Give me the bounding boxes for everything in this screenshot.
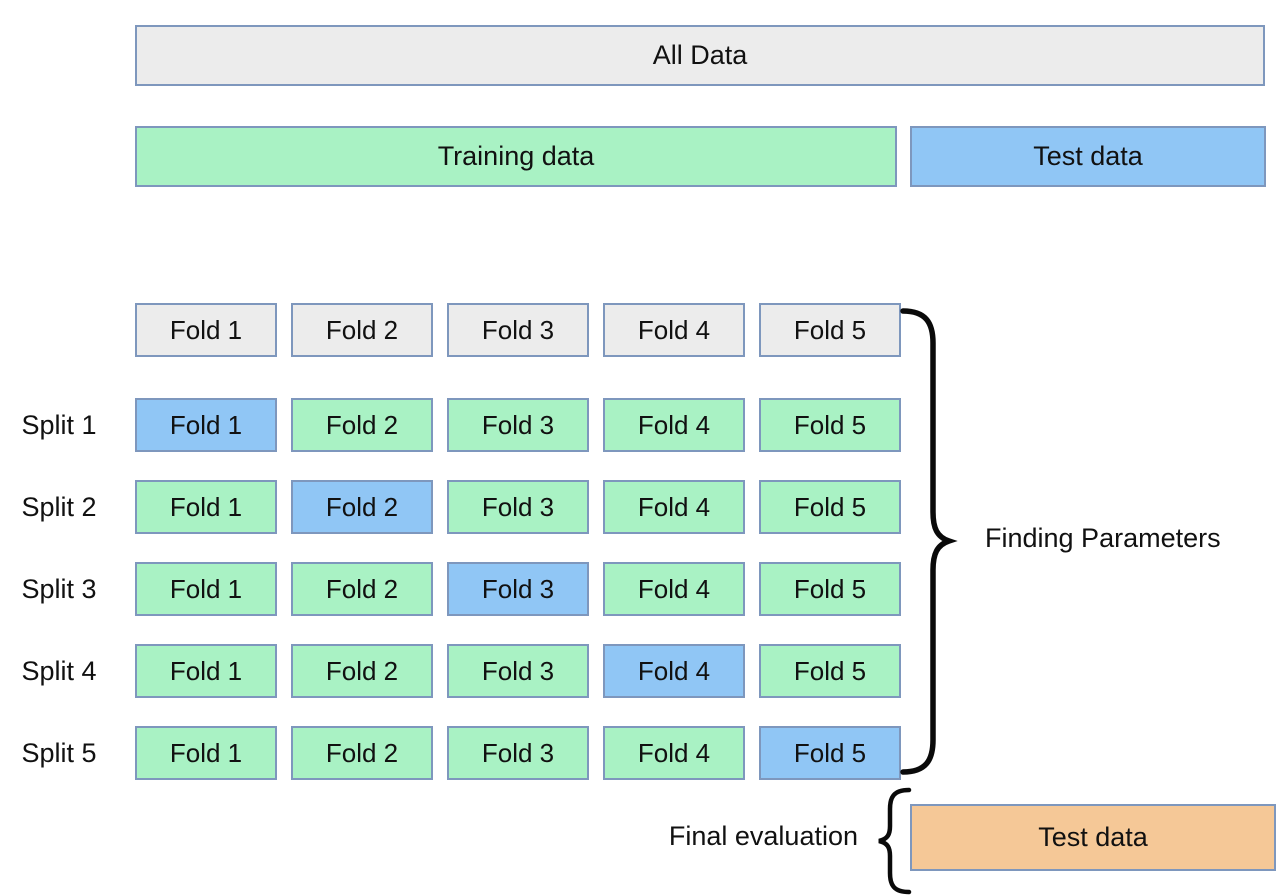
- fold-cell-label: Fold 4: [637, 655, 711, 686]
- split3-fold4-cell: Fold 4: [603, 562, 745, 616]
- fold-cell-label: Fold 2: [325, 737, 399, 768]
- fold-header-label: Fold 1: [169, 314, 243, 345]
- split3-fold3-validation-cell: Fold 3: [447, 562, 589, 616]
- fold-header-1: Fold 1: [135, 303, 277, 357]
- split1-fold4-cell: Fold 4: [603, 398, 745, 452]
- final-evaluation-label: Final evaluation: [668, 821, 858, 851]
- fold-header-5: Fold 5: [759, 303, 901, 357]
- split1-fold3-cell: Fold 3: [447, 398, 589, 452]
- fold-cell-label: Fold 5: [793, 655, 867, 686]
- fold-cell-label: Fold 3: [481, 409, 555, 440]
- fold-cell-label: Fold 1: [169, 737, 243, 768]
- split2-fold1-cell: Fold 1: [135, 480, 277, 534]
- fold-cell-label: Fold 4: [637, 573, 711, 604]
- split4-fold2-cell: Fold 2: [291, 644, 433, 698]
- split5-fold1-cell: Fold 1: [135, 726, 277, 780]
- split-1-label: Split 1: [21, 409, 97, 440]
- split1-fold2-cell: Fold 2: [291, 398, 433, 452]
- training-data-label: Training data: [437, 141, 595, 171]
- final-evaluation-brace-icon: [878, 787, 912, 895]
- finding-parameters-brace-icon: [900, 308, 958, 775]
- fold-cell-label: Fold 1: [169, 409, 243, 440]
- split4-fold4-validation-cell: Fold 4: [603, 644, 745, 698]
- fold-cell-label: Fold 5: [793, 491, 867, 522]
- fold-header-label: Fold 2: [325, 314, 399, 345]
- fold-header-4: Fold 4: [603, 303, 745, 357]
- fold-cell-label: Fold 1: [169, 491, 243, 522]
- split4-fold1-cell: Fold 1: [135, 644, 277, 698]
- split2-fold5-cell: Fold 5: [759, 480, 901, 534]
- fold-cell-label: Fold 3: [481, 491, 555, 522]
- split2-fold2-validation-cell: Fold 2: [291, 480, 433, 534]
- fold-header-3: Fold 3: [447, 303, 589, 357]
- final-test-data-label: Test data: [1038, 822, 1148, 852]
- test-data-label: Test data: [1033, 141, 1143, 171]
- split3-fold2-cell: Fold 2: [291, 562, 433, 616]
- fold-cell-label: Fold 3: [481, 655, 555, 686]
- fold-cell-label: Fold 5: [793, 409, 867, 440]
- split-4-label: Split 4: [21, 655, 97, 686]
- split4-fold5-cell: Fold 5: [759, 644, 901, 698]
- split5-fold2-cell: Fold 2: [291, 726, 433, 780]
- fold-header-label: Fold 4: [637, 314, 711, 345]
- fold-cell-label: Fold 2: [325, 655, 399, 686]
- fold-cell-label: Fold 4: [637, 409, 711, 440]
- split5-fold5-validation-cell: Fold 5: [759, 726, 901, 780]
- fold-cell-label: Fold 5: [793, 737, 867, 768]
- fold-cell-label: Fold 4: [637, 491, 711, 522]
- split2-fold3-cell: Fold 3: [447, 480, 589, 534]
- fold-cell-label: Fold 3: [481, 737, 555, 768]
- split3-fold1-cell: Fold 1: [135, 562, 277, 616]
- all-data-bar: All Data: [135, 25, 1265, 86]
- fold-cell-label: Fold 1: [169, 655, 243, 686]
- split4-fold3-cell: Fold 3: [447, 644, 589, 698]
- fold-cell-label: Fold 1: [169, 573, 243, 604]
- split3-fold5-cell: Fold 5: [759, 562, 901, 616]
- split5-fold3-cell: Fold 3: [447, 726, 589, 780]
- training-data-bar: Training data: [135, 126, 897, 187]
- fold-header-label: Fold 5: [793, 314, 867, 345]
- test-data-bar: Test data: [910, 126, 1266, 187]
- finding-parameters-label: Finding Parameters: [985, 523, 1221, 553]
- split1-fold1-validation-cell: Fold 1: [135, 398, 277, 452]
- split1-fold5-cell: Fold 5: [759, 398, 901, 452]
- final-test-data-bar: Test data: [910, 804, 1276, 871]
- fold-cell-label: Fold 2: [325, 573, 399, 604]
- fold-header-2: Fold 2: [291, 303, 433, 357]
- split-2-label: Split 2: [21, 491, 97, 522]
- split-5-label: Split 5: [21, 737, 97, 768]
- fold-cell-label: Fold 2: [325, 491, 399, 522]
- all-data-label: All Data: [652, 40, 748, 70]
- split-3-label: Split 3: [21, 573, 97, 604]
- fold-header-label: Fold 3: [481, 314, 555, 345]
- fold-cell-label: Fold 4: [637, 737, 711, 768]
- split2-fold4-cell: Fold 4: [603, 480, 745, 534]
- fold-cell-label: Fold 2: [325, 409, 399, 440]
- split5-fold4-cell: Fold 4: [603, 726, 745, 780]
- fold-cell-label: Fold 3: [481, 573, 555, 604]
- fold-cell-label: Fold 5: [793, 573, 867, 604]
